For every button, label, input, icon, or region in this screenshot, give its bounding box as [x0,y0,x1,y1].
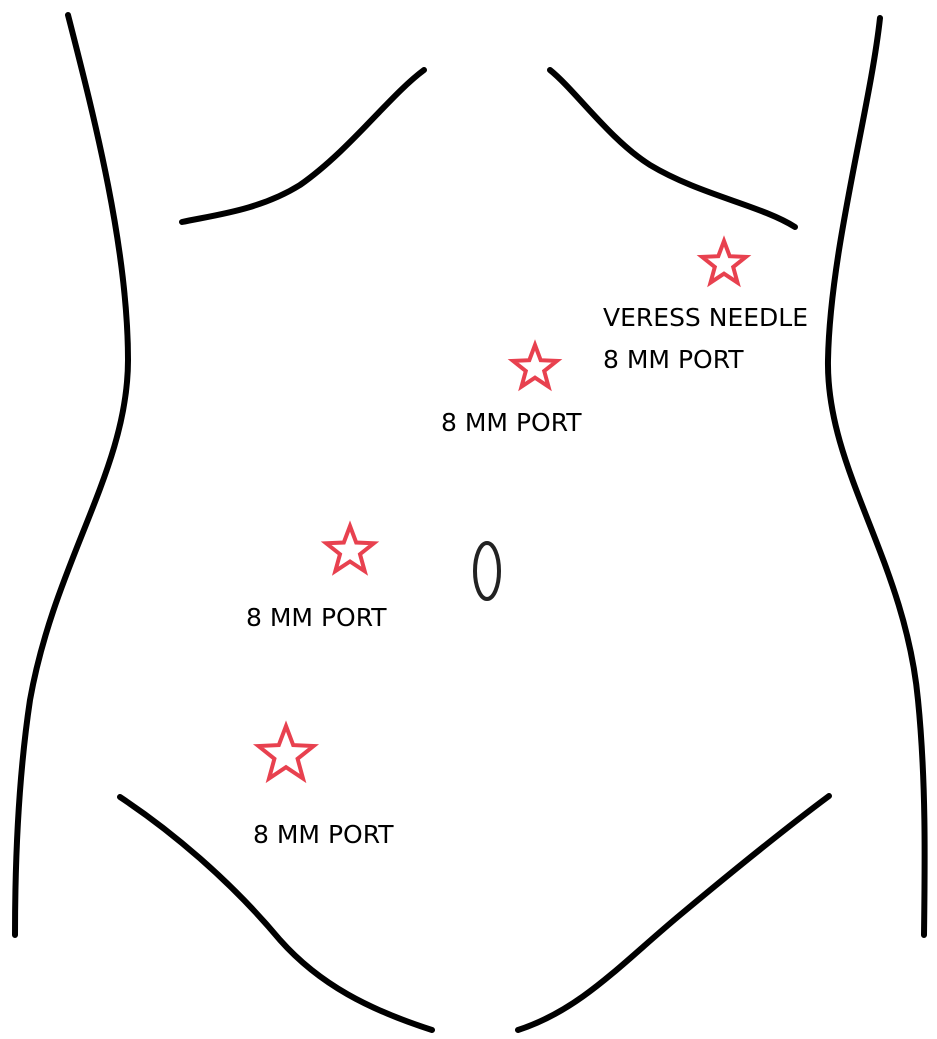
left-rib-line [182,70,424,222]
navel [475,543,499,599]
veress-port-label: 8 MM PORT [603,340,744,380]
right-body-outline [828,18,925,935]
upper-star-icon [513,345,557,387]
lower-star-icon [258,726,313,779]
upper-port-label: 8 MM PORT [441,403,582,443]
right-rib-line [550,70,795,227]
mid-port-label: 8 MM PORT [246,598,387,638]
veress-star-icon [702,241,746,283]
veress-needle-label: VERESS NEEDLE [603,298,808,338]
lower-port-label: 8 MM PORT [253,815,394,855]
mid-star-icon [326,526,374,571]
left-body-outline [15,15,128,935]
right-groin-line [518,796,829,1030]
